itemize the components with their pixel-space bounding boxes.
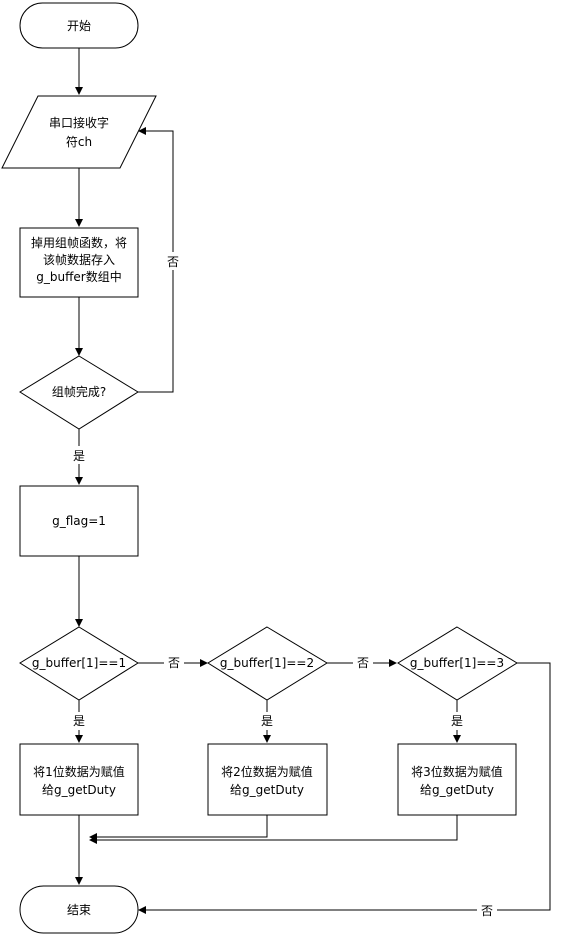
call-frame-process	[19, 227, 139, 298]
assign1-process	[19, 743, 139, 816]
edge-label-frame-yes: 是	[73, 449, 85, 463]
assign2-label-1: 将2位数据为赋值	[221, 764, 313, 779]
assign1-label-1: 将1位数据为赋值	[33, 764, 125, 779]
check3-label: g_buffer[1]==3	[410, 656, 504, 670]
edge-label-check2-no: 否	[357, 656, 369, 670]
edge-check3-no-end	[138, 662, 551, 914]
edge-label-check3-no: 否	[481, 904, 493, 918]
assign3-label-1: 将3位数据为赋值	[411, 764, 503, 779]
edge-label-check1-yes: 是	[73, 714, 85, 728]
end-terminator	[19, 885, 139, 934]
start-label: 开始	[67, 19, 91, 33]
assign2-process	[207, 743, 328, 816]
end-label: 结束	[67, 903, 91, 917]
assign3-process	[397, 743, 517, 816]
frame-done-decision	[19, 355, 139, 430]
receive-label-1: 串口接收字	[49, 115, 109, 130]
edge-label-loop-no: 否	[167, 255, 179, 269]
edge-assign3-merge	[89, 815, 458, 844]
check2-label: g_buffer[1]==2	[220, 656, 314, 670]
assign3-label-2: 给g_getDuty	[420, 783, 494, 797]
receive-char-io	[1, 95, 157, 169]
call-label-1: 掉用组帧函数，将	[31, 235, 127, 250]
check1-decision	[19, 626, 139, 701]
assign1-label-2: 给g_getDuty	[42, 783, 116, 797]
edge-label-check1-no: 否	[168, 656, 180, 670]
set-flag-process	[19, 485, 139, 557]
connectors	[75, 48, 551, 914]
check1-label: g_buffer[1]==1	[32, 656, 126, 670]
call-label-2: 该帧数据存入	[43, 252, 115, 267]
set-flag-label: g_flag=1	[52, 514, 106, 528]
edge-label-check3-yes: 是	[451, 714, 463, 728]
check3-decision	[397, 626, 518, 701]
start-terminator	[19, 2, 139, 49]
receive-label-2: 符ch	[66, 134, 92, 149]
assign2-label-2: 给g_getDuty	[230, 783, 304, 797]
edge-label-check2-yes: 是	[261, 714, 273, 728]
frame-done-label: 组帧完成?	[52, 384, 106, 399]
edge-assign2-merge	[89, 815, 268, 841]
call-label-3: g_buffer数组中	[36, 269, 121, 284]
check2-decision	[207, 626, 328, 701]
